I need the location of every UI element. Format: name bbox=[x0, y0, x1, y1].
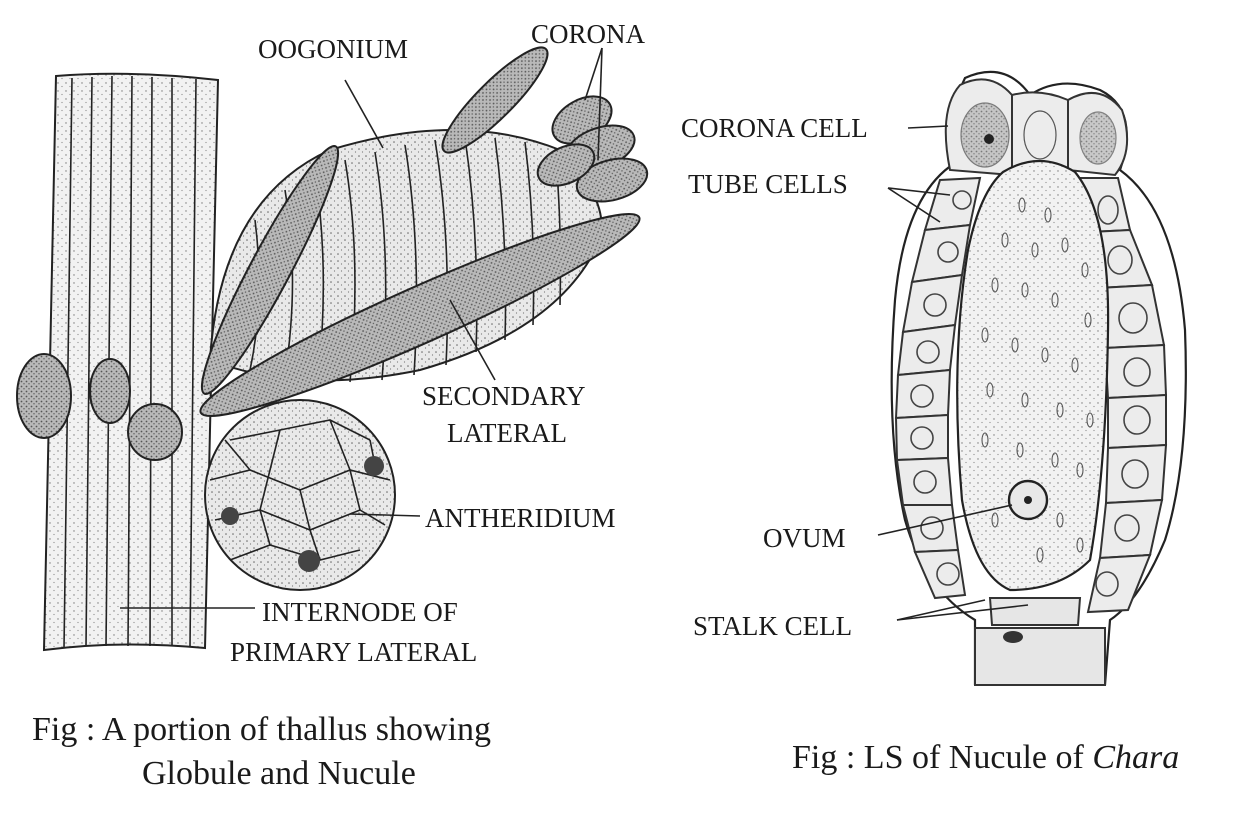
tube-cells-left bbox=[894, 176, 982, 600]
caption-right-genus: Chara bbox=[1092, 739, 1179, 776]
label-antheridium: ANTHERIDIUM bbox=[425, 503, 615, 533]
corona bbox=[536, 95, 649, 203]
thallus-figure bbox=[16, 46, 649, 652]
leader-lines-right bbox=[877, 125, 1029, 621]
label-secondary-lateral-line1: SECONDARY bbox=[422, 381, 586, 411]
label-tube-cells: TUBE CELLS bbox=[688, 169, 848, 199]
secondary-lateral bbox=[199, 46, 641, 417]
label-secondary-lateral-line2: LATERAL bbox=[447, 418, 567, 448]
node-cell bbox=[16, 353, 72, 439]
caption-left-line1: Fig : A portion of thallus showing bbox=[32, 711, 491, 748]
nucule-section bbox=[877, 70, 1187, 686]
label-oogonium: OOGONIUM bbox=[258, 34, 408, 64]
label-corona: CORONA bbox=[531, 19, 646, 49]
caption-left-line2: Globule and Nucule bbox=[142, 755, 416, 792]
caption-right-prefix: Fig : LS of Nucule of bbox=[792, 739, 1092, 776]
node-cell bbox=[89, 358, 131, 424]
antheridium bbox=[204, 399, 396, 591]
leader-lines-left bbox=[120, 47, 603, 609]
label-ovum: OVUM bbox=[763, 523, 846, 553]
stalk-cell-upper bbox=[988, 597, 1082, 626]
label-corona-cell: CORONA CELL bbox=[681, 113, 868, 143]
starch-grains bbox=[981, 197, 1094, 563]
stalk-cell-lower bbox=[974, 627, 1106, 686]
caption-right: Fig : LS of Nucule of Chara bbox=[792, 739, 1179, 776]
label-stalk-cell: STALK CELL bbox=[693, 611, 852, 641]
corona-cells bbox=[944, 78, 1129, 177]
oogonium-central-cell bbox=[956, 160, 1110, 592]
node-cell bbox=[127, 403, 183, 461]
label-internode-line1: INTERNODE OF bbox=[262, 597, 458, 627]
label-internode-line2: PRIMARY LATERAL bbox=[230, 637, 477, 667]
